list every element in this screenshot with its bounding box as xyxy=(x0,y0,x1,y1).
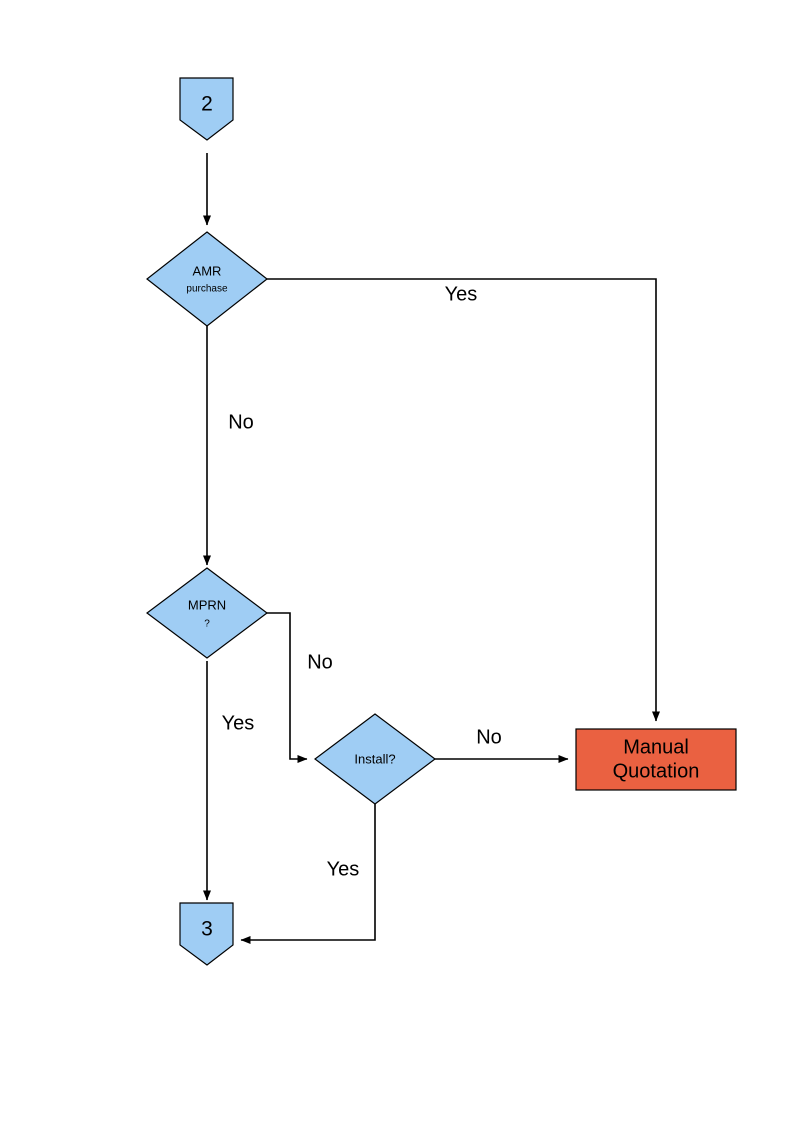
edge-install-yes-to-end xyxy=(240,803,376,944)
node-decision-mprn[interactable]: MPRN ? xyxy=(146,567,268,659)
edge-label-mprn-yes: Yes xyxy=(222,712,255,734)
node-process-manual-quotation[interactable]: Manual Quotation xyxy=(575,728,737,791)
edge-label-mprn-no: No xyxy=(307,651,333,673)
decision-install-shape xyxy=(314,713,436,805)
edge-label-install-no: No xyxy=(476,726,502,748)
end-connector-label: 3 xyxy=(201,918,213,941)
node-decision-amr[interactable]: AMR purchase xyxy=(146,231,268,327)
end-connector-shape xyxy=(179,902,234,966)
node-decision-install[interactable]: Install? xyxy=(314,713,436,805)
decision-amr-label-line2: purchase xyxy=(186,284,228,295)
decision-mprn-label-line1: MPRN xyxy=(188,597,226,612)
decision-amr-label-line1: AMR xyxy=(193,263,222,278)
decision-install-label: Install? xyxy=(354,751,395,766)
edge-label-amr-yes: Yes xyxy=(445,283,478,305)
edge-label-install-yes: Yes xyxy=(327,858,360,880)
start-connector-label: 2 xyxy=(201,93,213,116)
decision-mprn-shape xyxy=(146,567,268,659)
node-start-connector[interactable]: 2 xyxy=(179,77,234,141)
start-connector-shape xyxy=(179,77,234,141)
node-end-connector[interactable]: 3 xyxy=(179,902,234,966)
manual-quotation-label-line1: Manual xyxy=(623,736,689,758)
decision-mprn-label-line2: ? xyxy=(204,619,210,630)
decision-amr-shape xyxy=(146,231,268,327)
manual-quotation-shape xyxy=(575,728,737,791)
edge-amr-yes-to-manual-quotation xyxy=(267,278,660,722)
edge-label-amr-no: No xyxy=(228,411,254,433)
edge-mprn-no-to-install xyxy=(267,612,308,763)
manual-quotation-label-line2: Quotation xyxy=(613,760,700,782)
